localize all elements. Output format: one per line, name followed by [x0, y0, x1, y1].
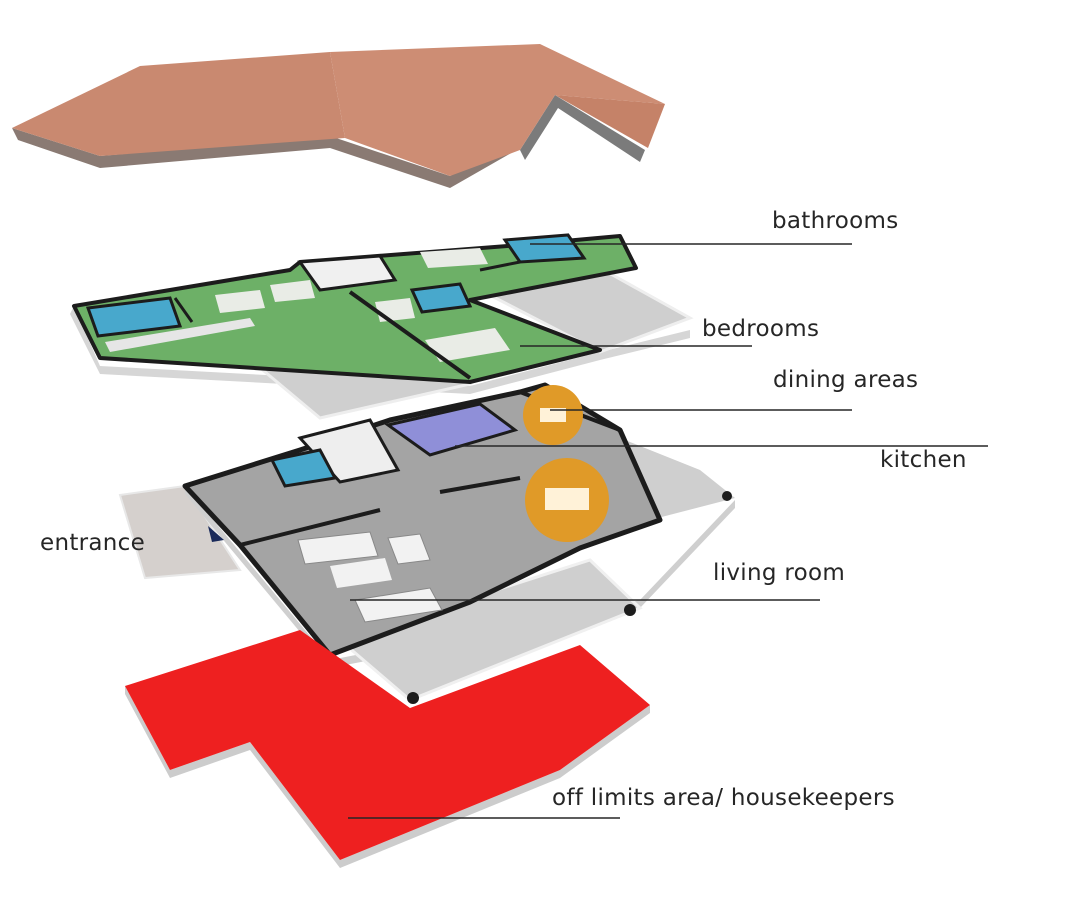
off-limits-floor [125, 630, 650, 868]
bed-4 [425, 328, 510, 362]
upper-corridor-light [105, 318, 255, 352]
roof [12, 44, 665, 188]
dining-table-large [545, 488, 589, 510]
column-1 [722, 491, 732, 501]
upper-stair-hall [297, 254, 398, 292]
dining-table-small [540, 408, 566, 422]
roof-gable-side [520, 95, 645, 162]
label-bedrooms: bedrooms [702, 316, 820, 342]
coffee-table [330, 558, 392, 588]
label-entrance: entrance [40, 530, 146, 556]
label-off-limits-area: off limits area/ housekeepers [552, 785, 895, 811]
kitchen-area [384, 402, 519, 457]
upper-floor [70, 233, 694, 420]
label-kitchen: kitchen [880, 447, 967, 473]
bed-2 [270, 280, 315, 302]
roof-surface-main [330, 44, 665, 176]
upper-wall-3 [479, 260, 521, 272]
roof-shadow-edge [12, 128, 525, 188]
bed-3 [420, 248, 488, 268]
roof-surface-right [555, 95, 665, 148]
sofa-2 [387, 533, 431, 565]
sofa-3 [354, 587, 443, 623]
rear-terrace [600, 430, 735, 520]
bathroom-upper-right [502, 233, 587, 264]
ground-bathroom [269, 448, 338, 488]
label-living-room: living room [713, 560, 846, 586]
ground-wall-1 [239, 508, 381, 547]
entrance-platform [118, 484, 242, 580]
sofa-1 [297, 531, 379, 565]
off-limits-area [125, 630, 650, 860]
off-limits-slab-edge [125, 686, 650, 868]
leader-lines [348, 243, 988, 819]
roof-surface-left [12, 52, 345, 156]
bathroom-upper-center [409, 282, 473, 314]
upper-wall-1 [348, 290, 472, 380]
upper-wall-2 [173, 297, 194, 323]
bed-1 [215, 290, 265, 313]
entrance-arrow-icon [208, 526, 224, 542]
label-bathrooms: bathrooms [772, 208, 899, 234]
label-dining-areas: dining areas [773, 367, 919, 393]
ground-floor [118, 382, 735, 704]
ground-wall-2 [439, 476, 521, 494]
column-2 [624, 604, 636, 616]
upper-floor-slab-edge [70, 306, 690, 394]
column-3 [407, 692, 419, 704]
bathroom-upper-left [85, 296, 183, 338]
bed-5 [375, 298, 415, 322]
